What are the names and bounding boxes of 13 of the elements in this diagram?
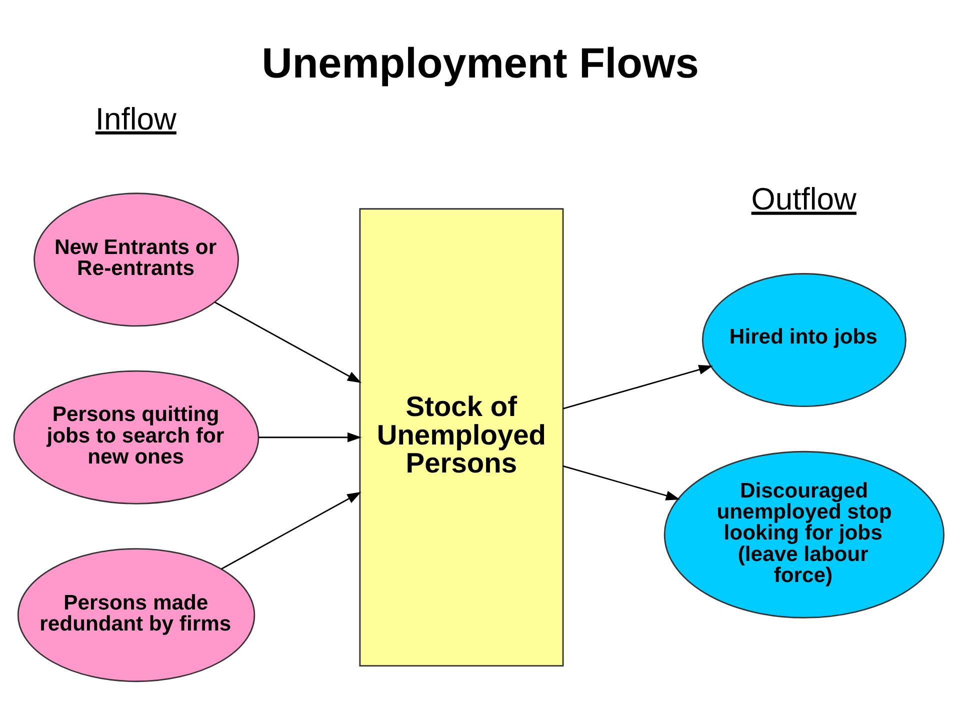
diagram-title: Unemployment Flows <box>262 39 699 86</box>
node-ellipse: Hired into jobs <box>702 272 906 407</box>
arrow <box>562 464 680 500</box>
arrow <box>221 491 362 569</box>
node-ellipse: New Entrants or Re-entrants <box>34 192 239 326</box>
arrow <box>562 364 713 409</box>
node-ellipse: Persons made redundant by firms <box>17 548 256 682</box>
node-ellipse: Persons quitting jobs to search for new ones <box>13 370 260 504</box>
arrow <box>258 432 362 442</box>
arrow <box>214 301 362 383</box>
node-box: Stock of Unemployed Persons <box>359 208 564 666</box>
label: Inflow <box>95 100 176 136</box>
label: Outflow <box>751 181 856 216</box>
